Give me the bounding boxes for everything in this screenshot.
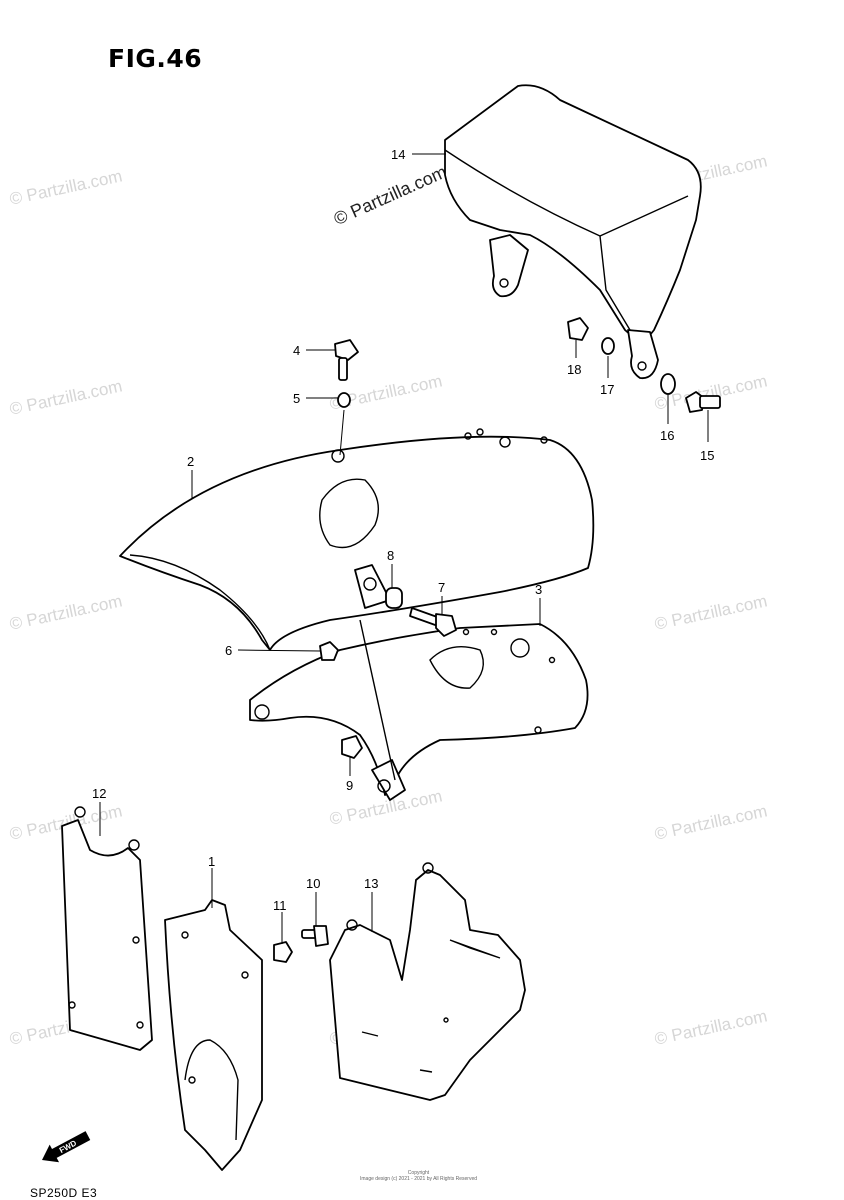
part-9-nut bbox=[341, 735, 363, 759]
part-7-bolt bbox=[409, 607, 457, 637]
figure-code: SP250D E3 bbox=[30, 1186, 98, 1200]
label-2: 2 bbox=[187, 454, 194, 469]
part-13-mud-guard bbox=[329, 862, 526, 1101]
figure-title: FIG.46 bbox=[108, 44, 203, 73]
part-10-bolt bbox=[301, 925, 329, 947]
copyright-line-1: Copyright bbox=[407, 1170, 430, 1176]
label-12: 12 bbox=[92, 786, 106, 801]
label-9: 9 bbox=[346, 778, 353, 793]
part-6-nut bbox=[319, 641, 339, 661]
label-16: 16 bbox=[660, 428, 674, 443]
label-4: 4 bbox=[293, 343, 300, 358]
part-5-washer bbox=[337, 392, 351, 408]
part-labels: 14 4 5 2 6 8 7 3 9 12 1 10 11 13 18 17 1… bbox=[92, 147, 714, 913]
leader-lines bbox=[99, 153, 709, 944]
part-4-bolt bbox=[334, 339, 359, 381]
label-3: 3 bbox=[535, 582, 542, 597]
part-1-mud-guard bbox=[164, 899, 263, 1171]
label-8: 8 bbox=[387, 548, 394, 563]
copyright-line-2: Image design (c) 2021 - 2021 by All Righ… bbox=[360, 1176, 478, 1182]
copyright-notice: Copyright Image design (c) 2021 - 2021 b… bbox=[360, 1170, 477, 1182]
label-17: 17 bbox=[600, 382, 614, 397]
label-5: 5 bbox=[293, 391, 300, 406]
part-12-plate bbox=[61, 806, 153, 1051]
label-18: 18 bbox=[567, 362, 581, 377]
label-7: 7 bbox=[438, 580, 445, 595]
part-14-seat-cowl bbox=[444, 84, 702, 380]
label-11: 11 bbox=[273, 898, 287, 913]
label-15: 15 bbox=[700, 448, 714, 463]
label-1: 1 bbox=[208, 854, 215, 869]
part-2-rear-fender bbox=[119, 428, 595, 651]
forward-direction-arrow: FWD bbox=[42, 1131, 91, 1163]
label-13: 13 bbox=[364, 876, 378, 891]
part-3-lower-fender bbox=[249, 564, 589, 801]
part-8-collar bbox=[385, 587, 403, 609]
label-10: 10 bbox=[306, 876, 320, 891]
part-11-nut bbox=[273, 941, 293, 963]
part-17-washer bbox=[601, 337, 615, 355]
part-16-washer bbox=[660, 373, 676, 395]
label-14: 14 bbox=[391, 147, 405, 162]
part-18-nut bbox=[567, 317, 589, 341]
label-6: 6 bbox=[225, 643, 232, 658]
part-15-bolt bbox=[685, 391, 721, 413]
